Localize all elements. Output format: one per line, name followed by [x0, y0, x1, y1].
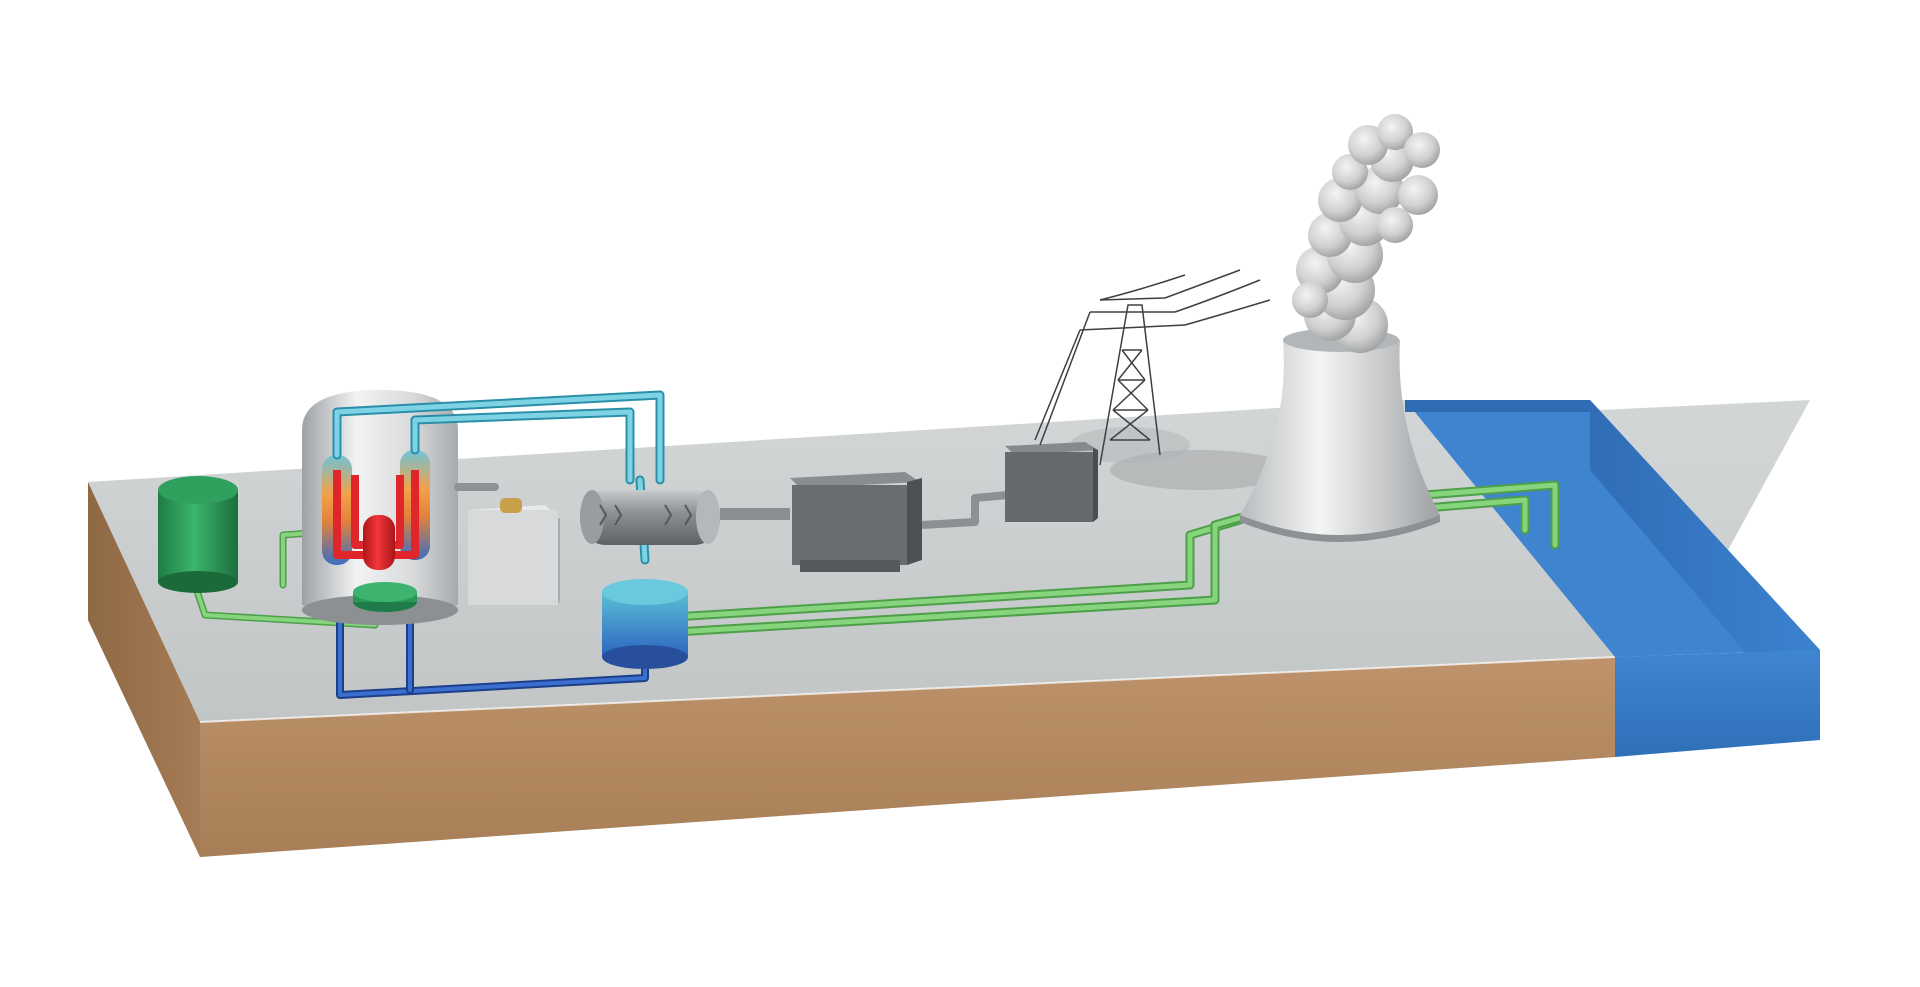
soil-left-face — [88, 482, 200, 857]
green-storage-tank — [158, 476, 238, 593]
steam-plume — [1292, 114, 1440, 353]
transformer — [1005, 442, 1098, 522]
power-pylon — [1034, 269, 1271, 466]
water-basin — [1405, 400, 1820, 757]
green-coolant-pump — [353, 582, 417, 612]
water-back-wall — [1405, 400, 1590, 412]
condenser — [602, 579, 688, 669]
power-line-conduit — [921, 491, 1009, 529]
generator — [790, 472, 922, 572]
reactor-pressure-vessel — [363, 515, 395, 570]
water-front-face — [1615, 650, 1820, 757]
turbine — [580, 490, 790, 545]
pressurizer-box — [468, 498, 560, 605]
soil-front-face — [200, 657, 1615, 857]
platform-edge-highlight — [199, 656, 1616, 723]
containment-building — [302, 390, 458, 625]
